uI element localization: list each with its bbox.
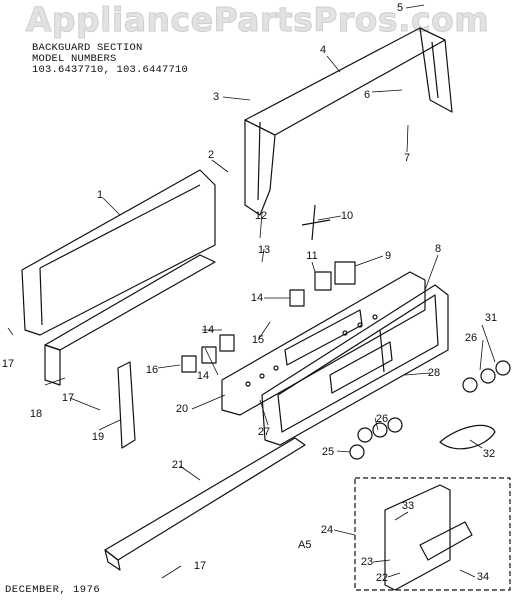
callout-33: 33 [401, 500, 415, 512]
inset-label: A5 [298, 539, 312, 551]
callout-32: 32 [482, 448, 496, 460]
callout-31: 31 [484, 312, 498, 324]
callout-25: 25 [321, 446, 335, 458]
knob-group [349, 360, 511, 460]
side-trim [117, 361, 136, 449]
upper-rear-panel [21, 169, 216, 336]
callout-13: 13 [257, 244, 271, 256]
callout-21: 21 [171, 459, 185, 471]
header-model-label: MODEL NUMBERS [32, 53, 117, 65]
header-section-title: BACKGUARD SECTION [32, 42, 143, 54]
callout-4: 4 [319, 44, 327, 56]
callout-24: 24 [320, 524, 334, 536]
header-model-numbers: 103.6437710, 103.6447710 [32, 64, 189, 76]
callout-3: 3 [212, 91, 220, 103]
diagram-header: BACKGUARD SECTION MODEL NUMBERS 103.6437… [32, 43, 188, 76]
callout-10: 10 [340, 210, 354, 222]
callout-12: 12 [254, 210, 268, 222]
clock-inset [354, 477, 511, 591]
control-panel [221, 271, 426, 416]
lower-rear-panel [44, 254, 216, 386]
bracket [301, 204, 331, 241]
wire-harness [439, 424, 496, 450]
callout-8: 8 [434, 243, 442, 255]
callout-22: 22 [375, 572, 389, 584]
callout-6: 6 [363, 89, 371, 101]
callout-14c: 14 [196, 370, 210, 382]
lower-trim [104, 437, 306, 571]
callout-2: 2 [207, 149, 215, 161]
backguard-rear-frame [244, 27, 453, 216]
callout-5: 5 [396, 2, 404, 14]
callout-14b: 14 [201, 324, 215, 336]
callout-34: 34 [476, 571, 490, 583]
callout-23: 23 [360, 556, 374, 568]
callout-19: 19 [91, 431, 105, 443]
callout-11: 11 [306, 250, 318, 262]
callout-27: 27 [257, 426, 271, 438]
callout-14a: 14 [250, 292, 264, 304]
leader-lines [7, 4, 496, 579]
callout-26b: 26 [464, 332, 478, 344]
callout-18: 18 [29, 408, 43, 420]
switch-group [181, 261, 356, 373]
callout-28: 28 [427, 367, 441, 379]
footer-date: DECEMBER, 1976 [5, 584, 101, 596]
control-panel-frame [261, 284, 449, 446]
callout-1: 1 [96, 189, 104, 201]
callout-15: 15 [251, 334, 265, 346]
callout-17c: 17 [193, 560, 207, 572]
callout-7: 7 [403, 152, 411, 164]
callout-20: 20 [175, 403, 189, 415]
callout-17a: 17 [1, 358, 15, 370]
callout-16: 16 [145, 364, 159, 376]
callout-26a: 26 [375, 413, 389, 425]
callout-17b: 17 [61, 392, 75, 404]
callout-9: 9 [384, 250, 392, 262]
